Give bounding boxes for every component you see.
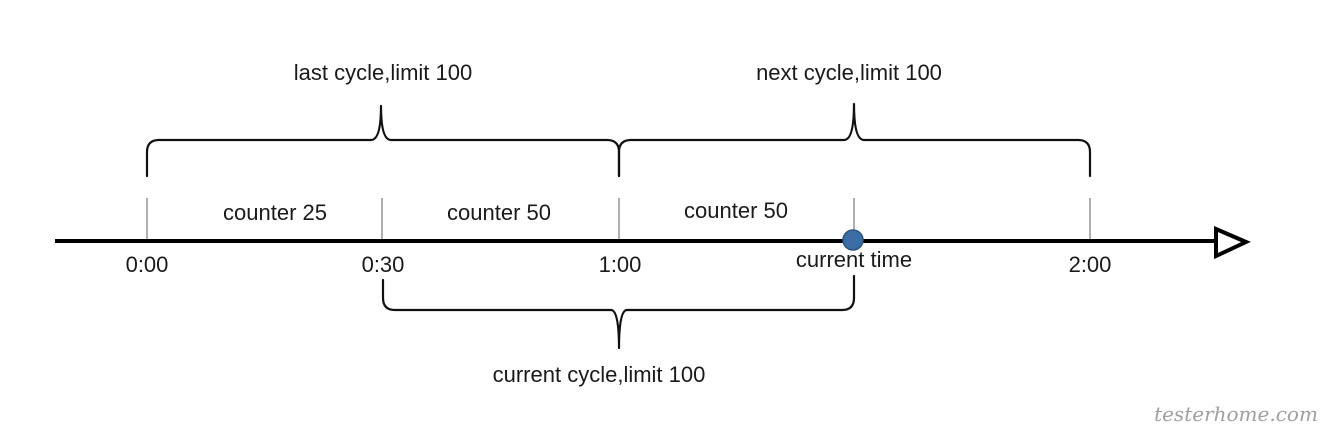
next-cycle-brace (617, 102, 1092, 178)
tick-label-1-00: 1:00 (599, 252, 642, 277)
counter-label-first: counter 25 (223, 200, 327, 225)
watermark-text: testerhome.com (1154, 402, 1318, 426)
counter-label-second: counter 50 (447, 200, 551, 225)
current-cycle-label: current cycle,limit 100 (493, 362, 706, 387)
current-time-marker (842, 229, 864, 251)
time-axis-arrowhead (1214, 225, 1251, 260)
next-cycle-label: next cycle,limit 100 (756, 60, 942, 85)
tick-label-current-time: current time (796, 247, 912, 272)
tick-label-2-00: 2:00 (1069, 252, 1112, 277)
current-cycle-brace (381, 274, 856, 350)
last-cycle-label: last cycle,limit 100 (294, 60, 473, 85)
counter-label-third: counter 50 (684, 198, 788, 223)
tick-label-0-00: 0:00 (126, 252, 169, 277)
last-cycle-brace (145, 104, 621, 178)
tick-label-0-30: 0:30 (362, 252, 405, 277)
